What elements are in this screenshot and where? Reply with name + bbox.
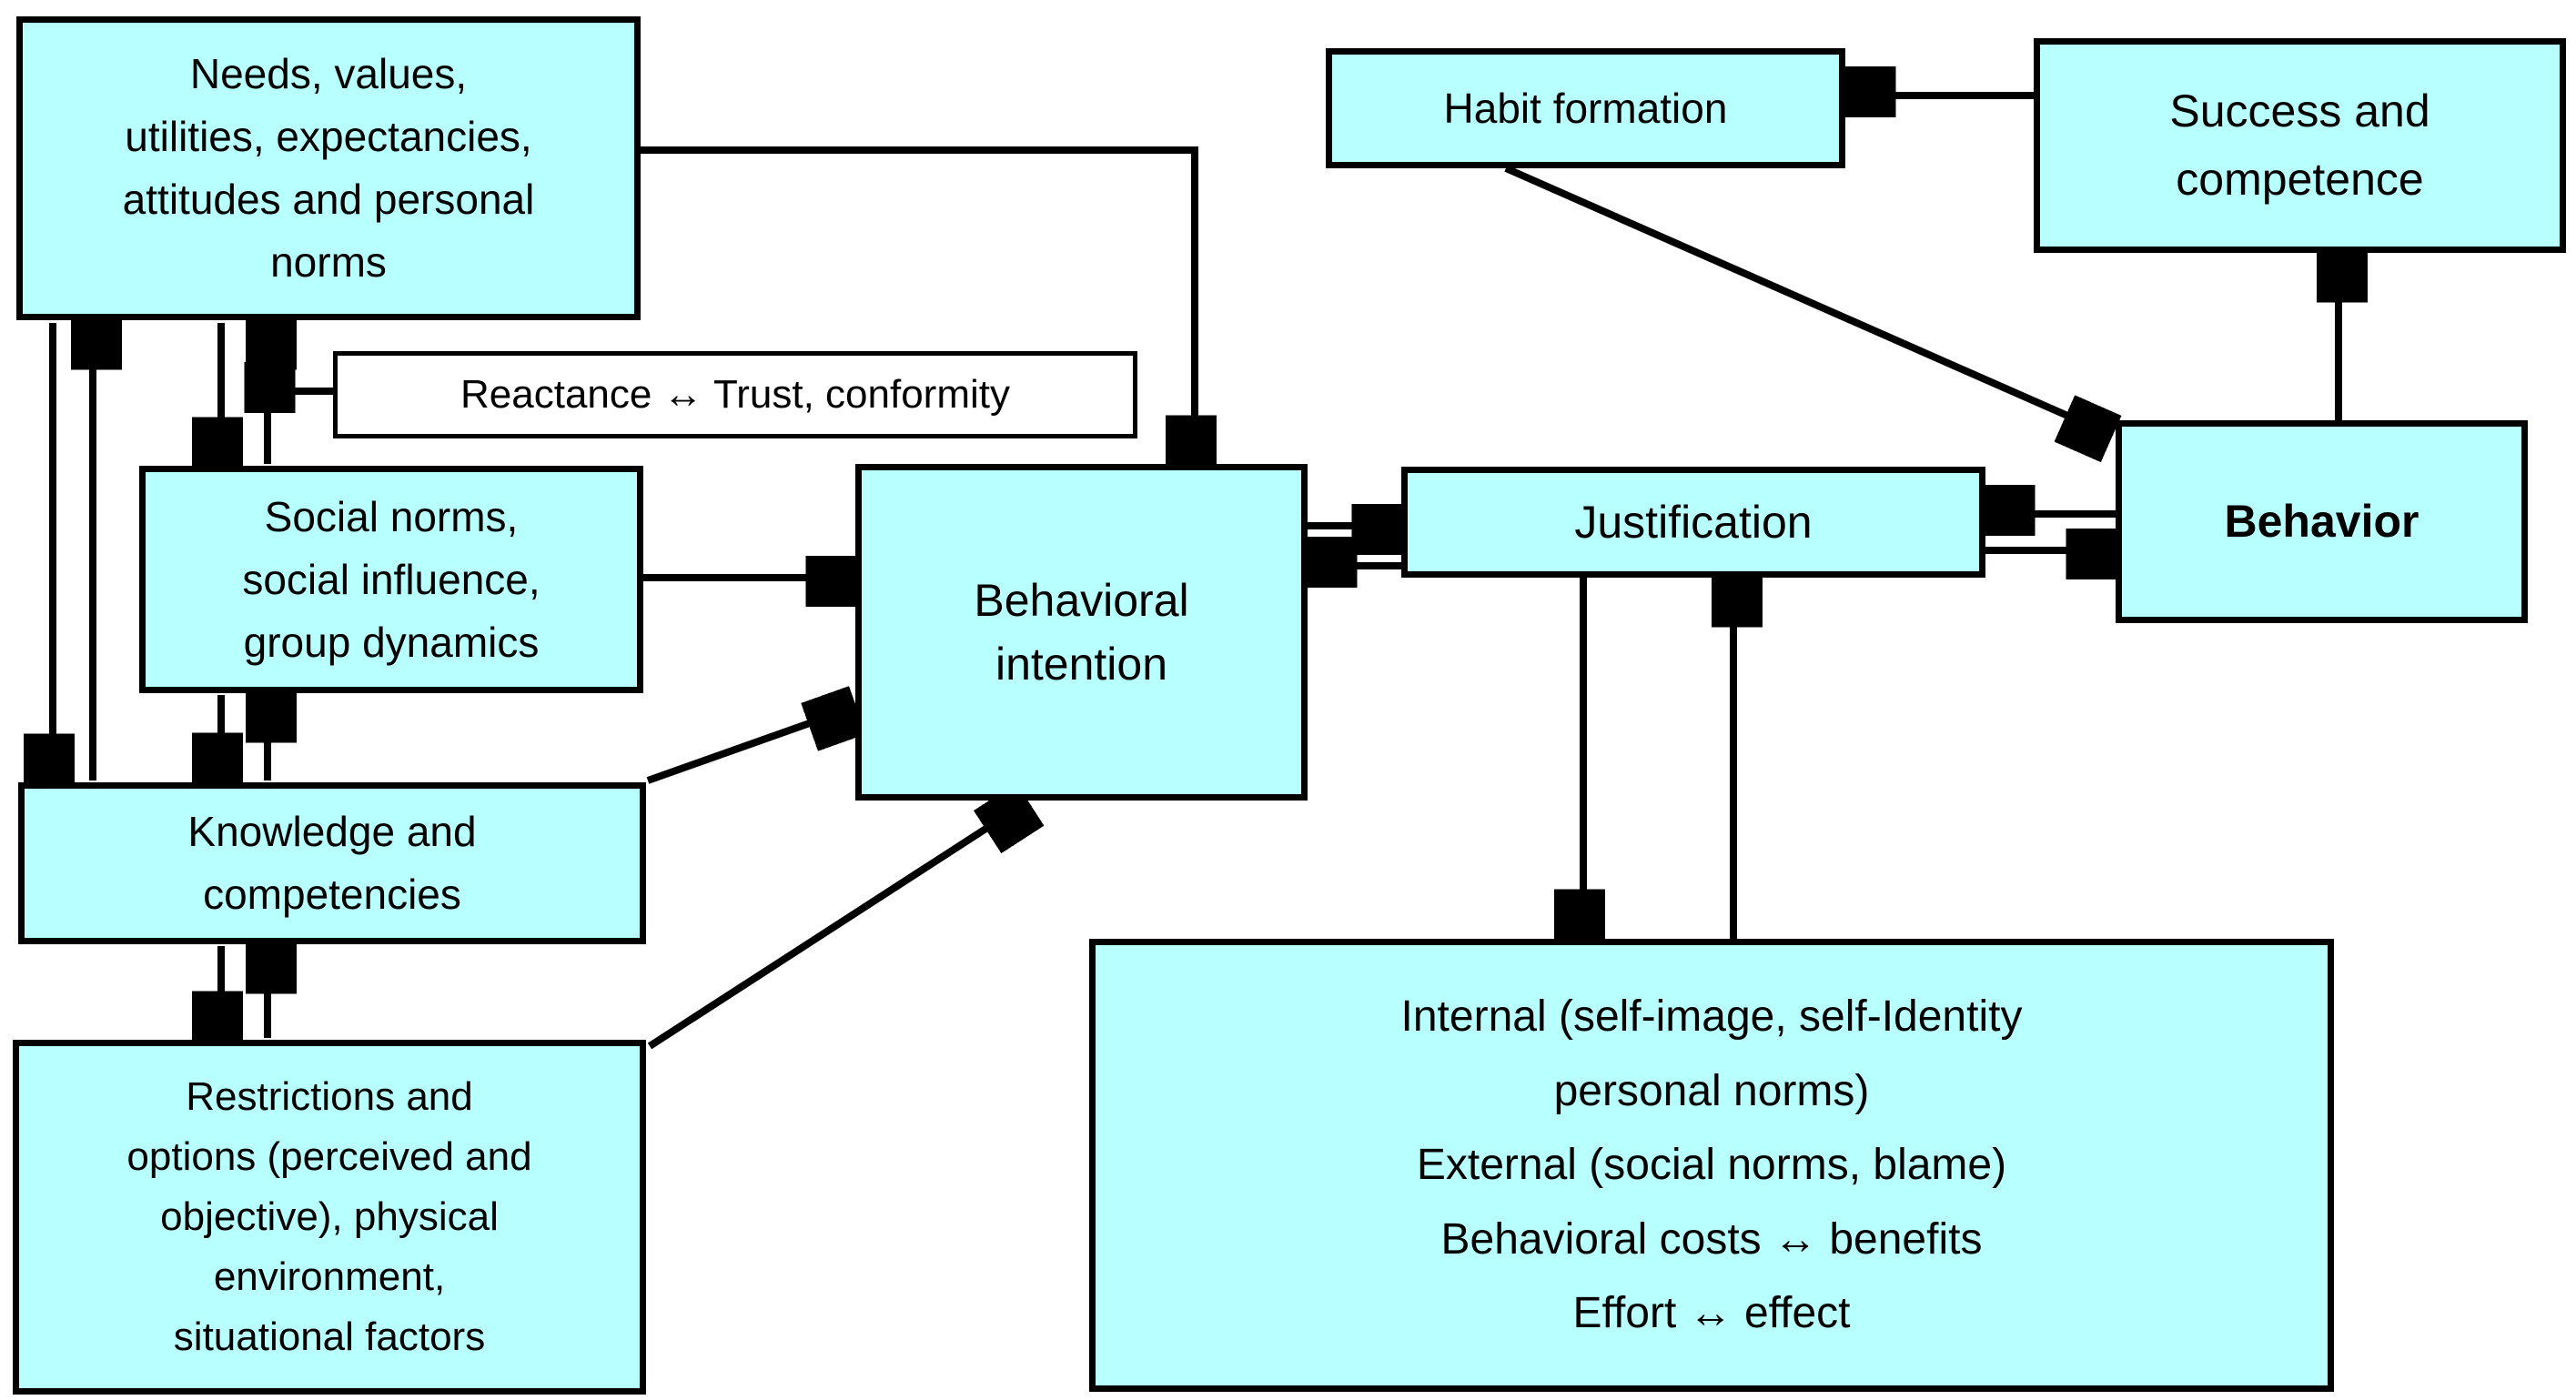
node-reactance-trust: Reactance ↔ Trust, conformity [333,351,1137,438]
node-knowledge: Knowledge and competencies [18,782,646,944]
arrow-habit-to-behavior [1504,165,2105,432]
arrow-needs-to-intention [641,146,1195,458]
node-social-norms: Social norms, social influence, group dy… [139,466,643,693]
node-success-competence: Success and competence [2034,38,2566,253]
arrow-knowledge-to-intention [646,710,848,784]
node-behavioral-intention: Behavioral intention [855,464,1308,801]
node-habit-formation: Habit formation [1326,48,1845,168]
arrow-restrictions-to-intention [647,806,1021,1050]
node-behavior: Behavior [2116,420,2528,623]
node-justification-factors: Internal (self-image, self-Identity pers… [1089,939,2334,1392]
node-needs: Needs, values, utilities, expectancies, … [16,16,641,320]
node-restrictions: Restrictions and options (perceived and … [13,1040,646,1395]
node-justification: Justification [1401,467,1985,578]
